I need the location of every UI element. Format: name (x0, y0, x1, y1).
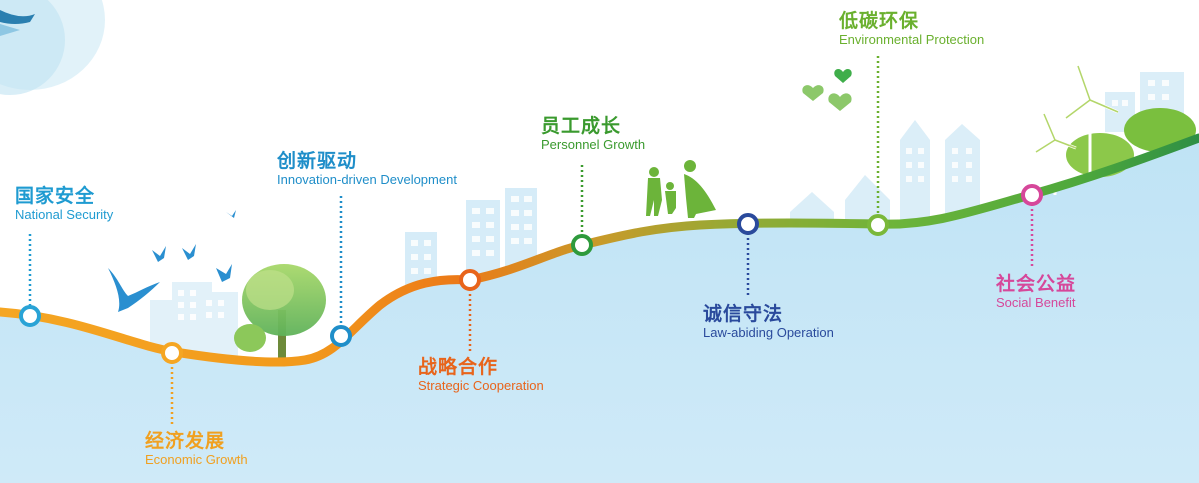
milestone-subtitle: Social Benefit (996, 295, 1076, 310)
milestone-title: 创新驱动 (277, 150, 358, 172)
milestone-subtitle: Personnel Growth (541, 137, 646, 152)
milestone-subtitle: Economic Growth (145, 452, 248, 467)
hearts (802, 69, 852, 111)
milestone-environmental-protection: 低碳环保 Environmental Protection (839, 10, 984, 48)
milestone-strategic-cooperation: 战略合作 Strategic Cooperation (418, 356, 544, 394)
milestone-subtitle: Strategic Cooperation (418, 378, 544, 393)
family-silhouette (646, 160, 716, 218)
milestone-economic-growth: 经济发展 Economic Growth (145, 430, 248, 468)
milestone-national-security: 国家安全 National Security (15, 185, 113, 223)
big-tree (234, 264, 326, 360)
milestone-node-social-benefit (1021, 184, 1043, 206)
milestone-subtitle: Environmental Protection (839, 32, 985, 47)
milestone-node-law-abiding (737, 213, 759, 235)
milestone-social-benefit: 社会公益 Social Benefit (996, 273, 1076, 311)
milestone-node-national-security (19, 305, 41, 327)
milestone-node-innovation (330, 325, 352, 347)
milestone-personnel-growth: 员工成长 Personnel Growth (541, 115, 645, 153)
milestone-node-personnel-growth (571, 234, 593, 256)
milestone-subtitle: Law-abiding Operation (703, 325, 834, 340)
milestone-innovation: 创新驱动 Innovation-driven Development (277, 150, 457, 188)
milestone-title: 诚信守法 (703, 303, 784, 325)
milestone-node-environmental-protection (867, 214, 889, 236)
milestone-title: 经济发展 (145, 430, 226, 452)
milestone-title: 员工成长 (541, 115, 622, 137)
milestone-node-strategic-cooperation (459, 269, 481, 291)
watercolor-splash (0, 0, 105, 95)
milestone-law-abiding: 诚信守法 Law-abiding Operation (703, 303, 834, 341)
birds (108, 210, 236, 312)
milestone-title: 低碳环保 (839, 10, 920, 32)
milestone-node-economic-growth (161, 342, 183, 364)
milestone-title: 国家安全 (15, 185, 96, 207)
milestone-title: 战略合作 (418, 356, 499, 378)
milestone-subtitle: National Security (15, 207, 114, 222)
milestone-subtitle: Innovation-driven Development (277, 172, 457, 187)
milestone-title: 社会公益 (996, 273, 1077, 295)
timeline-road (0, 133, 1199, 367)
